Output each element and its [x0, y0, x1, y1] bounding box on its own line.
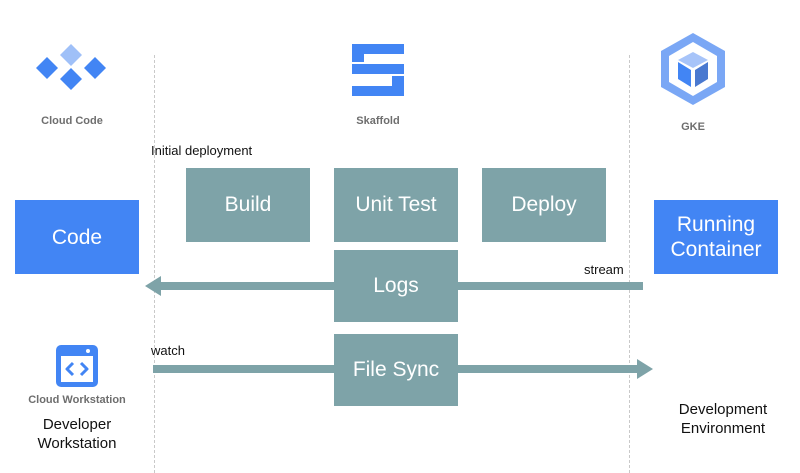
- development-environment-label: Development Environment: [660, 400, 786, 438]
- logs-box: Logs: [334, 250, 458, 322]
- stream-label: stream: [584, 262, 624, 277]
- development-environment-line1: Development: [678, 401, 768, 418]
- gke-caption: GKE: [681, 121, 705, 133]
- developer-workstation-label: Developer Workstation: [22, 415, 132, 453]
- development-environment-line2: Environment: [680, 420, 766, 437]
- cloud-code-caption: Cloud Code: [41, 115, 103, 127]
- gke-hexagon-cube-icon: [661, 33, 725, 105]
- deploy-step: Deploy: [482, 168, 606, 242]
- unit-test-step: Unit Test: [334, 168, 458, 242]
- cloud-code-diamonds-icon: [36, 44, 106, 90]
- skaffold-caption: Skaffold: [356, 115, 400, 127]
- code-box: Code: [15, 200, 139, 274]
- right-divider: [629, 55, 630, 473]
- cloud-workstation-icon: [56, 345, 98, 387]
- file-sync-box: File Sync: [334, 334, 458, 406]
- running-container-box: Running Container: [654, 200, 778, 274]
- developer-workstation-line2: Workstation: [37, 435, 117, 452]
- initial-deployment-label: Initial deployment: [151, 143, 253, 158]
- cloud-workstation-caption: Cloud Workstation: [28, 394, 126, 406]
- left-divider: [154, 55, 155, 473]
- running-container-line2: Container: [670, 238, 762, 261]
- developer-workstation-line1: Developer: [42, 416, 112, 433]
- running-container-line1: Running: [676, 213, 756, 236]
- build-step: Build: [186, 168, 310, 242]
- watch-label: watch: [151, 343, 185, 358]
- skaffold-logo-icon: [352, 44, 404, 96]
